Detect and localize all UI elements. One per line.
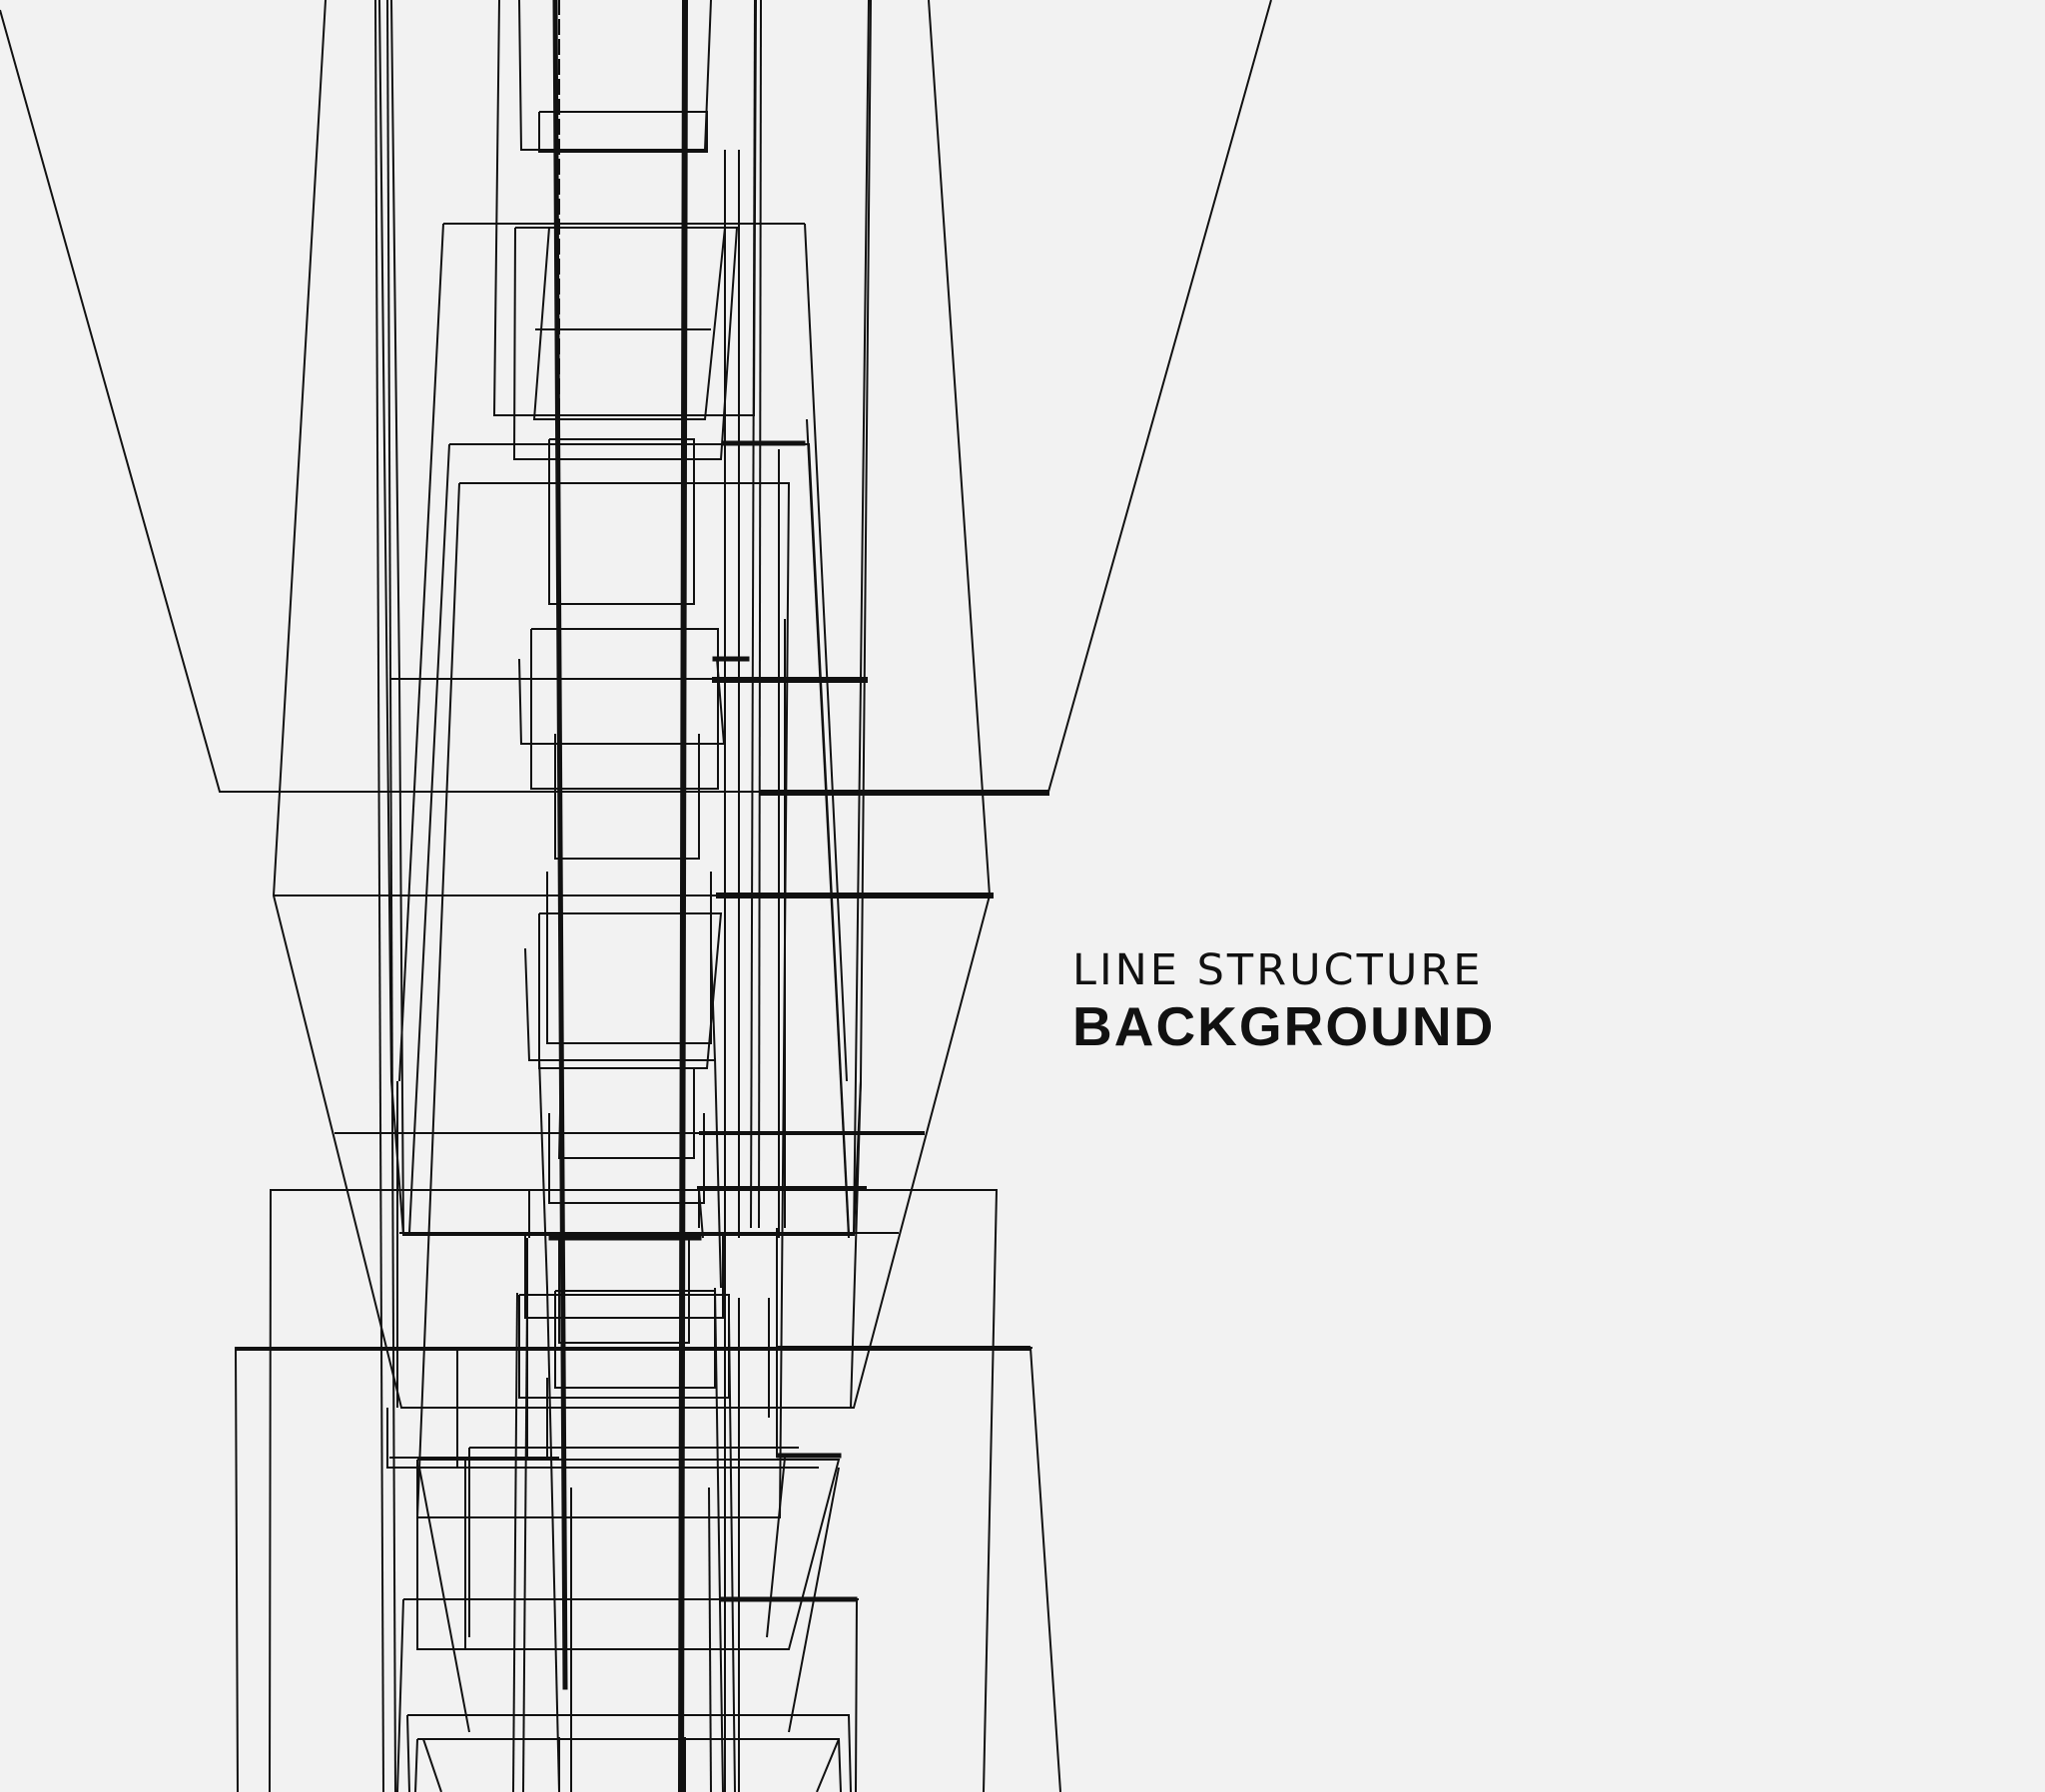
headline-line-2: BACKGROUND (1072, 995, 1496, 1057)
headline-line-1: LINE STRUCTURE (1072, 945, 1484, 995)
upper-funnel-outline (0, 0, 1272, 793)
main-vertical-beam (677, 0, 689, 1792)
outer-frame-top (272, 0, 992, 1409)
left-vertical-beam (552, 0, 568, 1690)
headline: LINE STRUCTURE BACKGROUND (1072, 944, 1495, 1056)
lower-frame-1 (269, 1189, 999, 1792)
